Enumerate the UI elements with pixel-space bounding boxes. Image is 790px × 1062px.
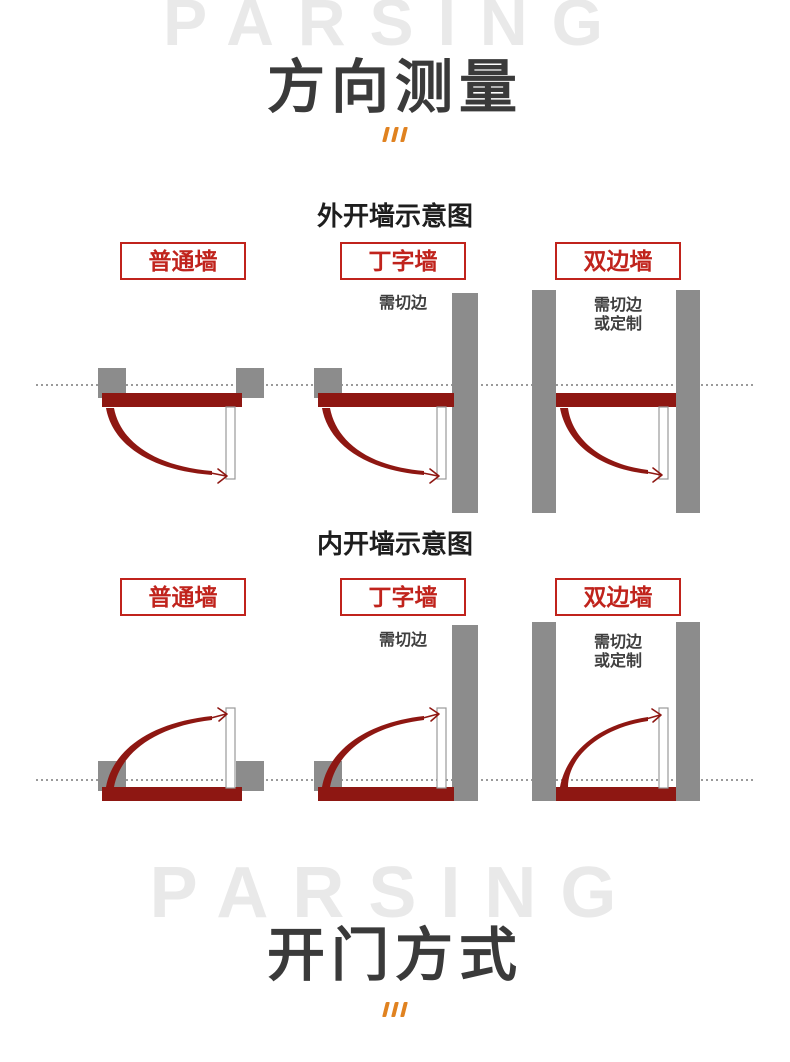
outer-panel-double-wall bbox=[532, 290, 700, 513]
note-cut-edge-or-custom: 需切边 或定制 bbox=[555, 633, 681, 671]
note-cut-edge: 需切边 bbox=[378, 295, 427, 312]
outer-panel-normal-wall bbox=[98, 368, 264, 484]
orange-divider-icon bbox=[0, 1002, 790, 1017]
wall-block bbox=[236, 761, 264, 791]
wall-type-label-t: 丁字墙 bbox=[340, 578, 466, 616]
note-line: 或定制 bbox=[593, 316, 642, 333]
watermark-top: PARSING bbox=[163, 0, 627, 59]
side-wall bbox=[676, 290, 700, 513]
inner-panel-normal-wall bbox=[98, 707, 264, 801]
side-wall bbox=[452, 625, 478, 801]
heading-inner-wall: 内开墙示意图 bbox=[316, 529, 473, 559]
arrow-icon bbox=[422, 707, 440, 722]
inner-diagram-svg bbox=[36, 622, 754, 801]
door-frame-bar bbox=[102, 787, 242, 801]
door-frame-bar bbox=[318, 787, 454, 801]
arrow-icon bbox=[645, 467, 663, 483]
wall-type-label-double: 双边墙 bbox=[555, 578, 681, 616]
wall-type-label-t: 丁字墙 bbox=[340, 242, 466, 280]
arrow-icon bbox=[645, 708, 662, 723]
side-wall bbox=[532, 290, 556, 513]
note-line: 需切边 bbox=[593, 634, 642, 651]
door-swing-arc bbox=[106, 716, 212, 787]
wall-type-label-normal: 普通墙 bbox=[120, 242, 246, 280]
arrow-icon bbox=[422, 468, 440, 484]
wall-type-label-double: 双边墙 bbox=[555, 242, 681, 280]
door-frame-bar bbox=[556, 393, 676, 407]
door-leaf bbox=[436, 406, 447, 480]
inner-panel-double-wall bbox=[532, 622, 700, 801]
inner-wall-diagrams: 普通墙 丁字墙 双边墙 需切边 需切边 或定制 bbox=[0, 565, 790, 815]
door-leaf bbox=[225, 406, 236, 480]
door-swing-arc bbox=[560, 717, 648, 787]
door-leaf bbox=[225, 707, 236, 789]
door-swing-arc bbox=[322, 408, 424, 475]
outer-diagram-svg bbox=[36, 290, 754, 513]
door-swing-arc bbox=[106, 408, 212, 475]
door-frame-bar bbox=[556, 787, 676, 801]
note-cut-edge-or-custom: 需切边 或定制 bbox=[555, 296, 681, 334]
page-title-door-open-method: 开门方式 bbox=[266, 923, 523, 988]
note-cut-edge: 需切边 bbox=[378, 632, 427, 649]
note-line: 或定制 bbox=[593, 653, 642, 670]
page-title-direction-measure: 方向测量 bbox=[266, 55, 523, 120]
wall-type-label-normal: 普通墙 bbox=[120, 578, 246, 616]
heading-outer-wall: 外开墙示意图 bbox=[316, 201, 473, 231]
door-leaf bbox=[658, 707, 669, 789]
door-frame-bar bbox=[318, 393, 454, 407]
note-line: 需切边 bbox=[593, 297, 642, 314]
door-swing-arc bbox=[560, 408, 648, 474]
side-wall bbox=[532, 622, 556, 801]
door-leaf bbox=[436, 707, 447, 789]
side-wall bbox=[676, 622, 700, 801]
arrow-icon bbox=[210, 468, 228, 484]
door-frame-bar bbox=[102, 393, 242, 407]
outer-wall-diagrams: 普通墙 丁字墙 双边墙 需切边 需切边 或定制 bbox=[0, 230, 790, 520]
arrow-icon bbox=[210, 707, 228, 722]
door-leaf bbox=[658, 406, 669, 480]
inner-panel-t-wall bbox=[314, 625, 478, 801]
door-swing-arc bbox=[322, 716, 424, 787]
watermark-bottom: PARSING bbox=[149, 853, 641, 933]
side-wall bbox=[452, 293, 478, 513]
outer-panel-t-wall bbox=[314, 293, 478, 513]
orange-divider-icon bbox=[0, 127, 790, 142]
